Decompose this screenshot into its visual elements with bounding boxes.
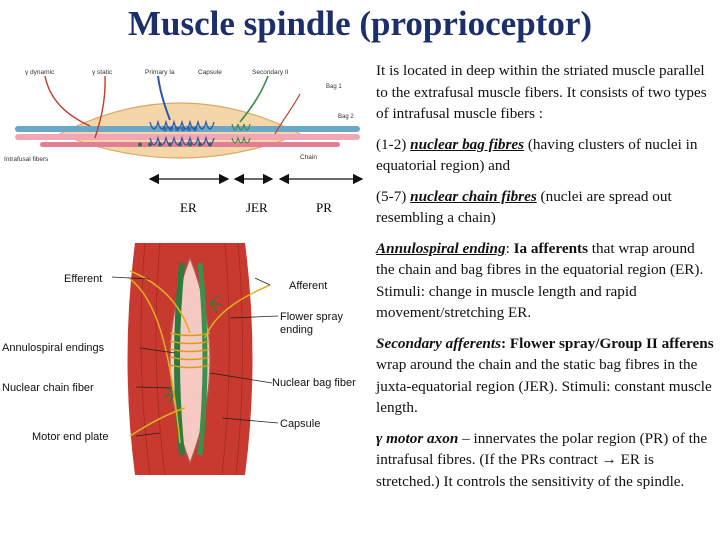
- chain-fiber-bottom: [197, 262, 208, 456]
- p2-pre: (1-2): [376, 135, 411, 153]
- term-flower-spray: Flower spray/Group II afferens: [509, 334, 714, 352]
- annulospiral-coils: [169, 332, 211, 369]
- spindle-schematic: γ dynamic γ static Primary Ia Capsule Se…: [4, 69, 360, 163]
- p3-post: (nuclei are spread out resembling a chai…: [376, 187, 672, 227]
- term-secondary: Secondary afferents: [376, 334, 502, 352]
- gamma-axon-right: [274, 93, 301, 135]
- term-ia-afferents: Ia afferents: [513, 239, 588, 257]
- label-bag2: Bag 2: [338, 114, 354, 120]
- page-title: Muscle spindle (proprioceptor): [127, 4, 593, 43]
- para-location: It is located in deep within the striate…: [376, 62, 707, 122]
- para-gamma: γ motor axon – innervates the polar regi…: [376, 428, 714, 493]
- description-text: It is located in deep within the striate…: [376, 60, 714, 501]
- primary-axon: [157, 75, 171, 121]
- p5-post: wrap around the chain and the static bag…: [376, 356, 712, 416]
- label-motor-end-plate: Motor end plate: [32, 431, 108, 443]
- bag2-fiber: [15, 134, 360, 140]
- secondary-axon: [239, 75, 269, 123]
- p2-post: (having clusters of nuclei in equatorial…: [376, 135, 698, 175]
- annulospiral-wrap: [149, 119, 215, 146]
- p4-post: that wrap around the chain and bag fibre…: [376, 239, 704, 322]
- para-bag-fibres: (1-2) nuclear bag fibres (having cluster…: [376, 134, 714, 177]
- label-ending: ending: [280, 324, 313, 336]
- gamma-dynamic-axon: [44, 75, 91, 127]
- label-annulospiral: Annulospiral endings: [2, 342, 105, 354]
- term-nuclear-chain: nuclear chain fibres: [410, 187, 537, 205]
- para-chain-fibres: (5-7) nuclear chain fibres (nuclei are s…: [376, 186, 714, 229]
- term-gamma: γ motor axon: [376, 429, 459, 447]
- label-gamma-static: γ static: [92, 69, 113, 76]
- p6-post: – innervates the polar region (PR) of th…: [376, 429, 708, 490]
- gamma-static-axon: [94, 75, 106, 139]
- label-primary: Primary Ia: [145, 69, 175, 76]
- label-afferent: Afferent: [289, 280, 327, 292]
- secondary-wrap: [231, 123, 251, 144]
- region-arrows: ER JER PR: [148, 173, 364, 215]
- label-nuclear-chain: Nuclear chain fiber: [2, 382, 94, 394]
- label-er: ER: [180, 200, 197, 215]
- p5-colon: :: [501, 334, 510, 352]
- label-capsule-bottom: Capsule: [280, 418, 320, 430]
- label-capsule-top: Capsule: [198, 69, 222, 76]
- para-annulospiral: Annulospiral ending: Ia afferents that w…: [376, 238, 714, 324]
- label-gamma-dynamic: γ dynamic: [25, 69, 55, 76]
- p4-colon: :: [505, 239, 514, 257]
- label-chain: Chain: [300, 154, 317, 161]
- label-intrafusal: Intrafusal fibers: [4, 156, 49, 163]
- p3-pre: (5-7): [376, 187, 411, 205]
- term-annulospiral: Annulospiral ending: [376, 239, 506, 257]
- label-jer: JER: [246, 200, 268, 215]
- label-flower-spray: Flower spray: [280, 311, 343, 323]
- para-secondary: Secondary afferents: Flower spray/Group …: [376, 333, 714, 419]
- label-nuclear-bag: Nuclear bag fiber: [272, 377, 356, 389]
- spindle-illustration: Efferent Afferent Flower spray ending An…: [2, 243, 356, 475]
- label-bag1: Bag 1: [326, 84, 342, 90]
- nerve-fibers: [129, 270, 271, 444]
- label-efferent: Efferent: [64, 273, 102, 285]
- leader-lines: [111, 276, 279, 437]
- term-nuclear-bag: nuclear bag fibres: [410, 135, 525, 153]
- muscle-striations: [140, 243, 243, 475]
- label-secondary: Secondary II: [252, 69, 289, 76]
- label-pr: PR: [316, 200, 332, 215]
